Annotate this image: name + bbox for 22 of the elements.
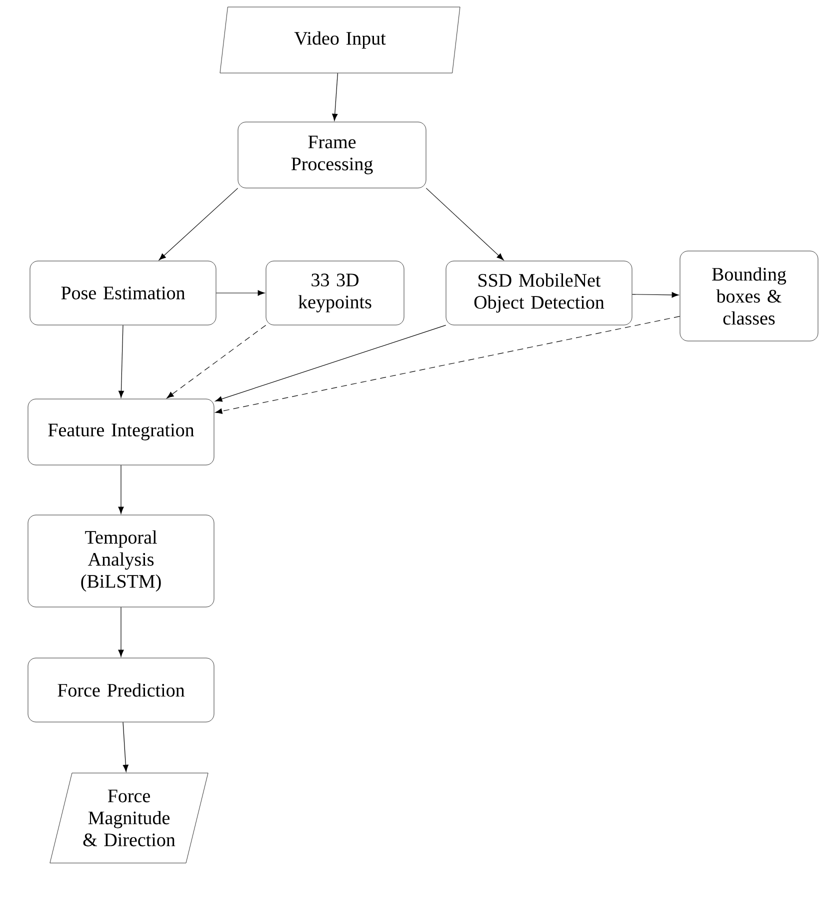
arrow [118, 464, 124, 514]
process-box: Frame Processing [238, 122, 426, 188]
arrow [118, 324, 124, 398]
input-output-parallelogram: Force Magnitude & Direction [50, 772, 208, 864]
arrow [122, 722, 128, 772]
arrow [166, 324, 266, 398]
process-box: Force Prediction [28, 658, 214, 722]
input-output-parallelogram: Video Input [220, 6, 460, 74]
process-box: 33 3D keypoints [266, 260, 404, 326]
arrow [158, 188, 238, 260]
arrow [632, 292, 679, 298]
process-box: Bounding boxes & classes [680, 250, 818, 342]
arrow [215, 324, 446, 402]
arrow [426, 188, 504, 260]
arrow [216, 290, 265, 296]
process-box: Pose Estimation [30, 260, 216, 326]
arrow [118, 606, 124, 657]
arrow [215, 316, 680, 414]
arrow [332, 72, 338, 121]
process-box: Feature Integration [28, 398, 214, 466]
process-box: SSD MobileNet Object Detection [446, 260, 632, 326]
process-box: Temporal Analysis (BiLSTM) [28, 514, 214, 608]
